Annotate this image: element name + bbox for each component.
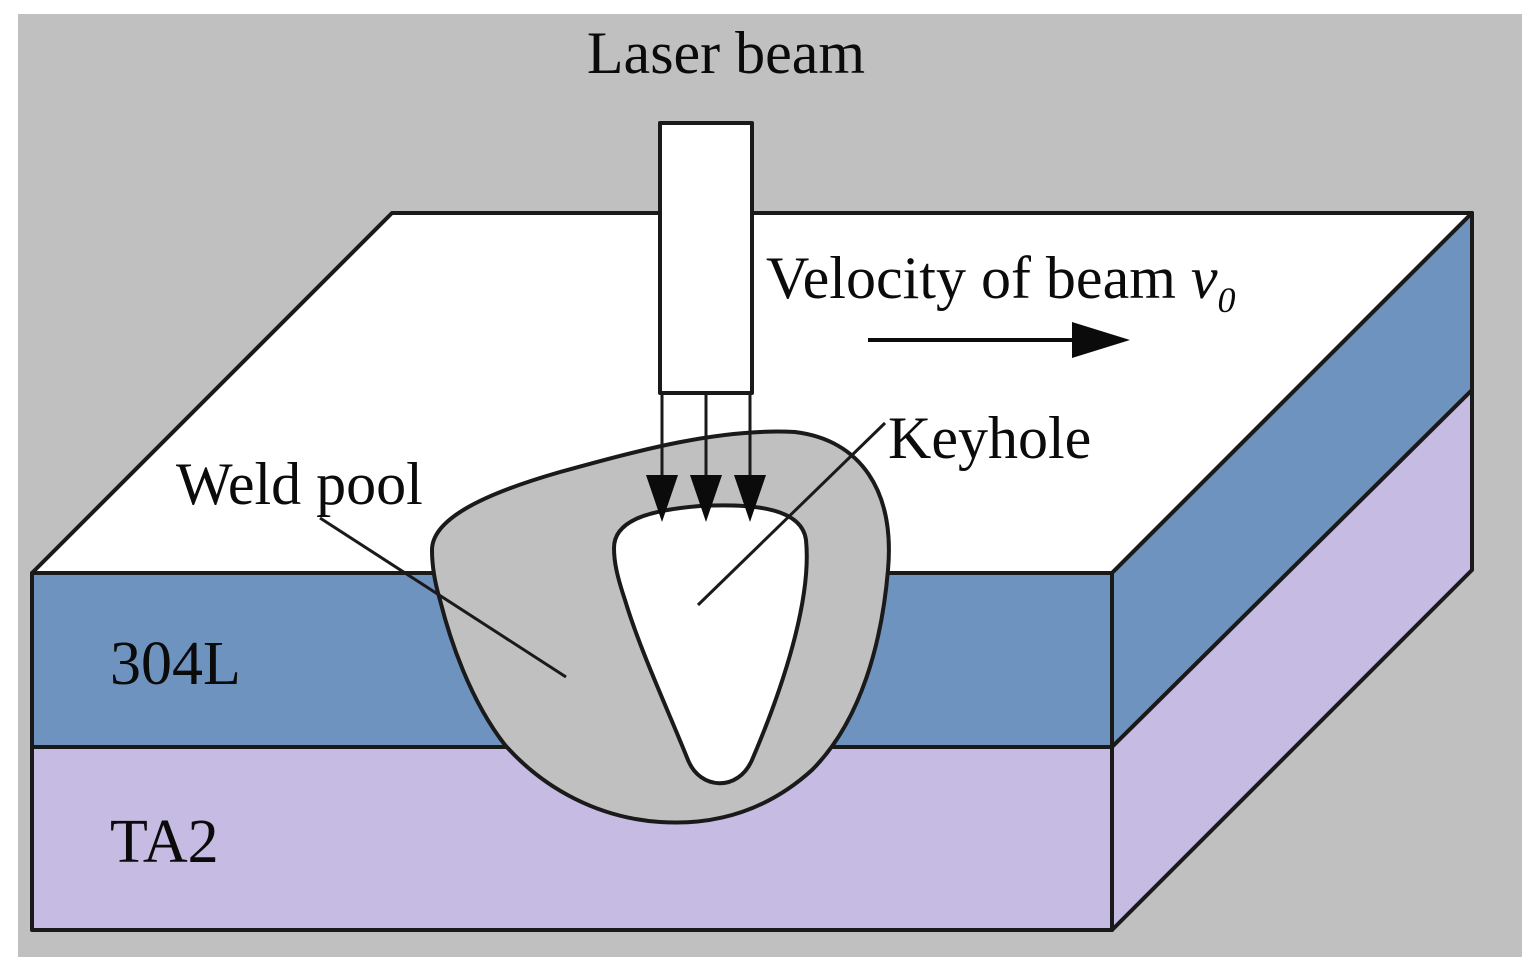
beam-arrowhead-right-icon xyxy=(734,475,766,522)
keyhole-label: Keyhole xyxy=(888,405,1091,471)
weld-pool-label: Weld pool xyxy=(176,451,423,517)
laser-beam-column xyxy=(658,121,754,395)
keyhole xyxy=(612,503,809,786)
laser-beam-label: Laser beam xyxy=(587,20,865,86)
velocity-arrowhead-icon xyxy=(1072,322,1130,358)
keyhole-leader-line xyxy=(696,421,887,607)
layer-304L-label: 304L xyxy=(110,630,241,698)
velocity-subscript: 0 xyxy=(1218,280,1236,320)
layer-TA2-label: TA2 xyxy=(110,808,219,876)
velocity-label: Velocity of beam v0 xyxy=(766,245,1236,320)
beam-arrowhead-center-icon xyxy=(690,475,722,522)
beam-arrowhead-left-icon xyxy=(646,475,678,522)
velocity-symbol: v xyxy=(1191,245,1218,311)
weld-pool-leader-line xyxy=(319,516,567,679)
velocity-label-text: Velocity of beam xyxy=(766,245,1191,311)
